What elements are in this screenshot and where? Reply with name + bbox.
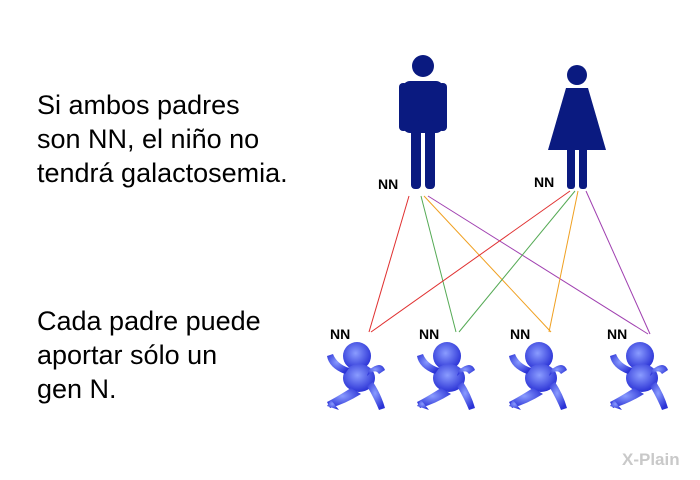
line-father-child1 [368, 195, 410, 333]
explanation-both-parents: Si ambos padres son NN, el niño no tendr… [37, 90, 288, 188]
line-father-child4 [427, 195, 649, 335]
mother-icon [548, 65, 606, 189]
child-icon [417, 342, 475, 410]
line-father-child2 [420, 195, 457, 333]
mother-genotype: NN [534, 174, 555, 190]
line-mother-child4 [585, 190, 651, 335]
line-mother-child3 [548, 190, 579, 333]
line-father-child3 [423, 195, 552, 333]
inheritance-lines [368, 190, 651, 335]
child-genotype: NN [330, 326, 351, 342]
child-icon [610, 342, 668, 410]
child-genotype: NN [607, 326, 628, 342]
father-genotype: NN [378, 176, 399, 192]
explanation-each-parent: Cada padre puede aportar sólo un gen N. [37, 306, 261, 404]
child-icon [509, 342, 567, 410]
xplain-watermark: X-Plain [622, 450, 680, 469]
line-mother-child1 [370, 190, 571, 333]
father-icon [399, 55, 447, 189]
child-icon [327, 342, 385, 410]
line-mother-child2 [458, 190, 576, 333]
child-genotype: NN [510, 326, 531, 342]
child-genotype: NN [419, 326, 440, 342]
